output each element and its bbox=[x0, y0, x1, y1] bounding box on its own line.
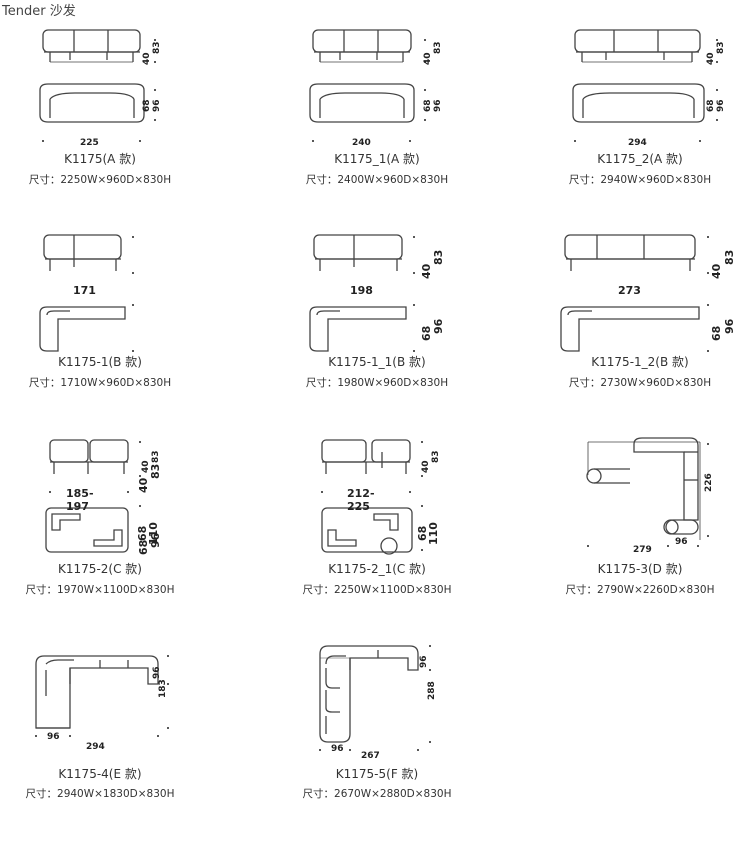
height-label-seat: 40 bbox=[706, 52, 716, 65]
depth-label-seat: 68 bbox=[710, 325, 723, 341]
width-label: 279 bbox=[633, 545, 652, 555]
sofa-a-front-and-top-view bbox=[39, 29, 156, 142]
spec-text: 尺寸：2940W×960D×830H bbox=[568, 174, 712, 186]
height-label-total: 83 bbox=[151, 450, 161, 463]
height-label-seat: 40 bbox=[142, 52, 152, 65]
sofa-f-top-view bbox=[319, 645, 431, 751]
height-label-total: 83 bbox=[152, 41, 162, 54]
depth-label-total: 96 bbox=[716, 99, 726, 112]
height-label-seat: 40 bbox=[141, 460, 151, 473]
height-label-seat: 40 bbox=[420, 263, 433, 279]
depth-label-total: 96 bbox=[723, 318, 736, 334]
model-name: K1175-3(D 款) bbox=[597, 562, 683, 576]
second-width-label: 96 bbox=[675, 537, 688, 547]
sofa-c1-front-and-top-view bbox=[321, 439, 423, 555]
spec-text: 尺寸：2250W×960D×830H bbox=[28, 174, 172, 186]
side-dimension-label: 226 bbox=[704, 473, 714, 492]
side-dimension-label-total: 183 bbox=[158, 679, 168, 698]
depth-label-total: 96 bbox=[433, 99, 443, 112]
model-name: K1175-1_1(B 款) bbox=[328, 355, 426, 369]
model-name: K1175-2_1(C 款) bbox=[328, 562, 426, 576]
sofa-b2-front-and-top-view bbox=[560, 234, 709, 352]
spec-text: 尺寸：2790W×2260D×830H bbox=[565, 584, 715, 596]
width-label: 198 bbox=[350, 284, 373, 297]
spec-text: 尺寸：2670W×2880D×830H bbox=[302, 788, 452, 800]
page-title: Tender 沙发 bbox=[2, 4, 76, 19]
model-name: K1175(A 款) bbox=[64, 152, 136, 166]
model-name: K1175_2(A 款) bbox=[597, 152, 683, 166]
width-label: 273 bbox=[618, 284, 641, 297]
height-label-seat: 40 bbox=[421, 460, 431, 473]
spec-text: 尺寸：2730W×960D×830H bbox=[568, 377, 712, 389]
height-label-total: 83 bbox=[431, 450, 441, 463]
sofa-b1-front-and-top-view bbox=[309, 234, 415, 352]
height-label-total: 83 bbox=[723, 249, 736, 265]
side-dimension-label-short: 96 bbox=[152, 666, 162, 679]
width-label: 294 bbox=[86, 742, 105, 752]
depth-label-seat: 68 bbox=[142, 99, 152, 112]
sofa-a1-front-and-top-view bbox=[309, 29, 426, 142]
spec-text: 尺寸：2400W×960D×830H bbox=[305, 174, 449, 186]
width-label: 294 bbox=[628, 138, 647, 148]
width-label: 225 bbox=[80, 138, 99, 148]
side-dimension-label-short: 96 bbox=[419, 655, 429, 668]
spec-text: 尺寸：1970W×1100D×830H bbox=[25, 584, 175, 596]
height-label-seat: 40 bbox=[710, 263, 723, 279]
height-label-total: 83 bbox=[433, 41, 443, 54]
depth-label-seat: 68 bbox=[706, 99, 716, 112]
sofa-b-front-and-top-view bbox=[39, 234, 134, 352]
model-name: K1175-5(F 款) bbox=[335, 767, 419, 781]
depth-label-total: 96 bbox=[432, 318, 445, 334]
depth-label-total: 110 bbox=[427, 522, 440, 545]
model-name: K1175-1(B 款) bbox=[58, 355, 142, 369]
depth-label-total: 96 bbox=[152, 99, 162, 112]
sofa-a2-front-and-top-view bbox=[572, 29, 718, 142]
side-dimension-label-total: 288 bbox=[427, 681, 437, 700]
depth-label-seat: 68 bbox=[423, 99, 433, 112]
width-label: 267 bbox=[361, 751, 380, 761]
model-name: K1175-2(C 款) bbox=[58, 562, 142, 576]
model-name: K1175_1(A 款) bbox=[334, 152, 420, 166]
model-name: K1175-4(E 款) bbox=[58, 767, 142, 781]
spec-text: 尺寸：2940W×1830D×830H bbox=[25, 788, 175, 800]
width-label: 171 bbox=[73, 284, 96, 297]
width-label: 240 bbox=[352, 138, 371, 148]
sofa-d-top-view bbox=[586, 437, 709, 547]
height-label-seat: 40 bbox=[423, 52, 433, 65]
depth-label-total: 110 bbox=[147, 522, 160, 545]
height-label-total: 83 bbox=[432, 249, 445, 265]
width-label: 212-225 bbox=[347, 487, 375, 513]
width-label: 185-197 bbox=[66, 487, 94, 513]
second-width-label: 96 bbox=[47, 732, 60, 742]
model-name: K1175-1_2(B 款) bbox=[591, 355, 689, 369]
spec-text: 尺寸：1710W×960D×830H bbox=[28, 377, 172, 389]
spec-text: 尺寸：1980W×960D×830H bbox=[305, 377, 449, 389]
second-width-label: 96 bbox=[331, 744, 344, 754]
spec-text: 尺寸：2250W×1100D×830H bbox=[302, 584, 452, 596]
sofa-c-front-and-top-view bbox=[45, 439, 141, 553]
height-label-total: 83 bbox=[716, 41, 726, 54]
sofa-e-top-view bbox=[35, 655, 169, 737]
